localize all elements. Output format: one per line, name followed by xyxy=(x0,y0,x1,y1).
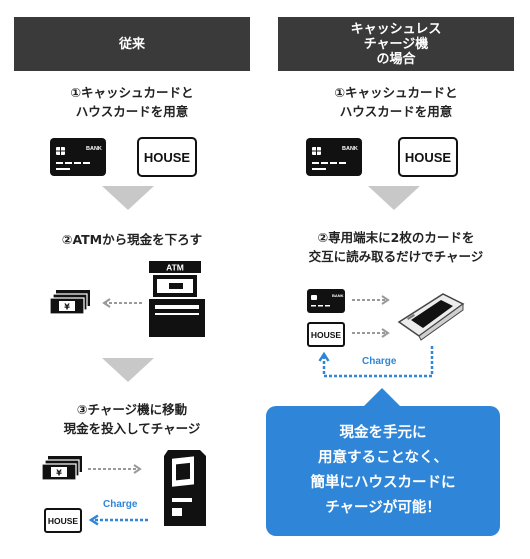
left-down-arrow-2 xyxy=(102,358,154,382)
card-to-terminal-arrow-1 xyxy=(352,295,390,305)
charge-arrow-left xyxy=(88,514,148,526)
house-card-small-label-right: HOUSE xyxy=(310,329,342,340)
right-step2-text: ②専用端末に2枚のカードを 交互に読み取るだけでチャージ xyxy=(278,228,514,266)
svg-text:¥: ¥ xyxy=(64,303,70,312)
withdraw-arrow xyxy=(102,298,142,308)
benefit-callout: 現金を手元に 用意することなく、 簡単にハウスカードに チャージが可能！ xyxy=(266,406,500,536)
callout-line1: 現金を手元に xyxy=(339,425,427,441)
card-terminal-icon xyxy=(397,293,465,341)
callout-line2: 用意することなく、 xyxy=(317,450,449,466)
house-card-small-label: HOUSE xyxy=(47,515,79,526)
bank-card-icon-right: BANK xyxy=(306,138,362,176)
left-charge-label: Charge xyxy=(103,499,138,510)
svg-text:¥: ¥ xyxy=(56,469,62,478)
house-card-icon: HOUSE xyxy=(137,137,197,177)
charge-return-arrow xyxy=(318,346,434,378)
bank-card-icon: BANK xyxy=(50,138,106,176)
house-card-icon-right: HOUSE xyxy=(398,137,458,177)
left-step1-text: ①キャッシュカードと ハウスカードを用意 xyxy=(14,83,250,121)
charge-machine-icon xyxy=(164,450,206,526)
house-card-label-right: HOUSE xyxy=(404,149,452,165)
house-card-small-icon-right: HOUSE xyxy=(307,322,345,347)
cashless-header: キャッシュレス チャージ機 の場合 xyxy=(278,17,514,71)
cashless-header-line2: チャージ機 xyxy=(363,36,429,52)
left-step1-line1: ①キャッシュカードと xyxy=(70,85,194,100)
cash-icon-2: ¥ xyxy=(41,456,82,481)
left-down-arrow-1 xyxy=(102,186,154,210)
left-step1-line2: ハウスカードを用意 xyxy=(75,104,189,119)
callout-line3: 簡単にハウスカードに xyxy=(310,475,456,491)
left-step3-line2: 現金を投入してチャージ xyxy=(63,421,201,436)
right-charge-label: Charge xyxy=(362,356,397,367)
right-step2-line2: 交互に読み取るだけでチャージ xyxy=(308,249,484,264)
cash-icon: ¥ xyxy=(49,290,90,315)
left-step2-text: ②ATMから現金を下ろす xyxy=(14,230,250,249)
conventional-header-text: 従来 xyxy=(118,36,145,52)
right-step1-text: ①キャッシュカードと ハウスカードを用意 xyxy=(278,83,514,121)
bank-card-label-right: BANK xyxy=(342,146,358,152)
bank-card-small-icon: BANK xyxy=(307,289,345,313)
atm-label: ATM xyxy=(166,263,184,273)
cashless-header-line1: キャッシュレス xyxy=(350,21,442,37)
bank-card-label: BANK xyxy=(86,146,102,152)
left-step2-line1: ②ATMから現金を下ろす xyxy=(61,232,203,247)
right-step1-line2: ハウスカードを用意 xyxy=(339,104,453,119)
card-to-terminal-arrow-2 xyxy=(352,328,390,338)
bank-card-small-label: BANK xyxy=(332,293,344,298)
callout-pointer xyxy=(362,388,402,408)
atm-icon: ATM xyxy=(149,261,205,337)
left-step3-line1: ③チャージ機に移動 xyxy=(76,402,188,417)
right-down-arrow xyxy=(368,186,420,210)
cashless-header-line3: の場合 xyxy=(376,51,416,67)
right-step1-line1: ①キャッシュカードと xyxy=(334,85,458,100)
callout-line4: チャージが可能！ xyxy=(325,500,441,516)
left-step3-text: ③チャージ機に移動 現金を投入してチャージ xyxy=(14,400,250,438)
conventional-header: 従来 xyxy=(14,17,250,71)
house-card-label: HOUSE xyxy=(143,149,191,165)
right-step2-line1: ②専用端末に2枚のカードを xyxy=(317,230,475,245)
house-card-small-icon: HOUSE xyxy=(44,508,82,533)
deposit-arrow xyxy=(88,464,142,474)
